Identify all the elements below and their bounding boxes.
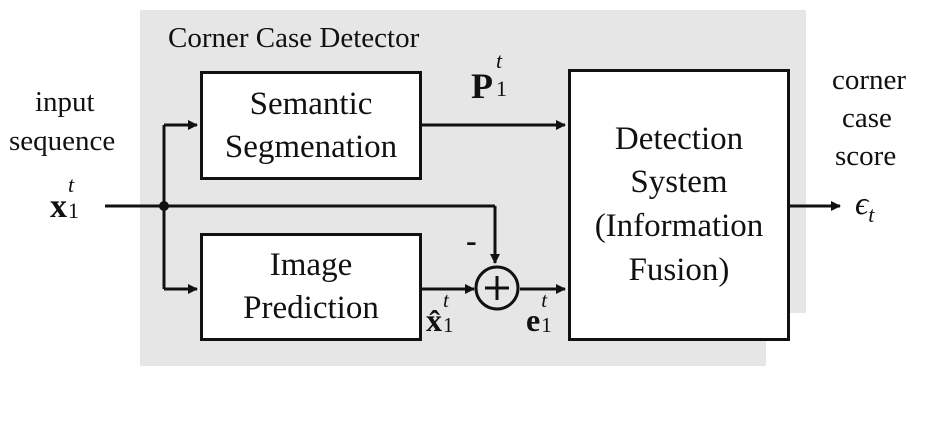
image-prediction-block: Image Prediction [200,233,422,341]
detector-title: Corner Case Detector [168,22,420,54]
predicted-frame-symbol: x̂ t 1 [426,288,454,339]
error-symbol: e t 1 [526,288,552,339]
input-label-line2: sequence [9,125,116,157]
output-label-line2: case [842,102,892,134]
detection-line4: Fusion) [628,251,730,288]
e-sub: 1 [541,313,552,337]
xhat-sup: t [443,288,449,312]
e-base: e [526,302,541,338]
p-base: P [471,66,493,106]
x-sub: 1 [68,198,79,223]
p-sup: t [496,48,503,73]
epsilon-base: ϵ [855,186,869,222]
e-sup: t [541,288,548,312]
prediction-line2: Prediction [243,290,379,326]
semantic-segmentation-block: Semantic Segmenation [200,71,422,180]
p-sub: 1 [496,76,507,101]
input-label-line1: input [35,86,95,118]
segmentation-line1: Semantic [249,85,373,122]
detection-line1: Detection [614,120,744,157]
segmentation-line2: Segmenation [224,128,398,165]
input-symbol: x t 1 [50,172,79,226]
x-sup: t [68,172,75,197]
detection-system-block: Detection System (Information Fusion) [568,69,790,341]
detection-line2: System [630,164,728,201]
prediction-line1: Image [269,247,353,284]
detection-line3: (Information [594,208,764,244]
xhat-sub: 1 [443,313,454,337]
output-label-line1: corner [832,64,907,96]
junction-dot [159,201,169,211]
summation-node [474,265,520,311]
score-symbol: ϵt [855,186,874,227]
minus-sign: - [466,222,477,258]
output-label-line3: score [835,140,897,172]
epsilon-sub: t [868,202,875,227]
xhat-base: x̂ [426,302,442,338]
segmentation-output-symbol: P t 1 [471,48,507,107]
x-base: x [50,188,67,225]
